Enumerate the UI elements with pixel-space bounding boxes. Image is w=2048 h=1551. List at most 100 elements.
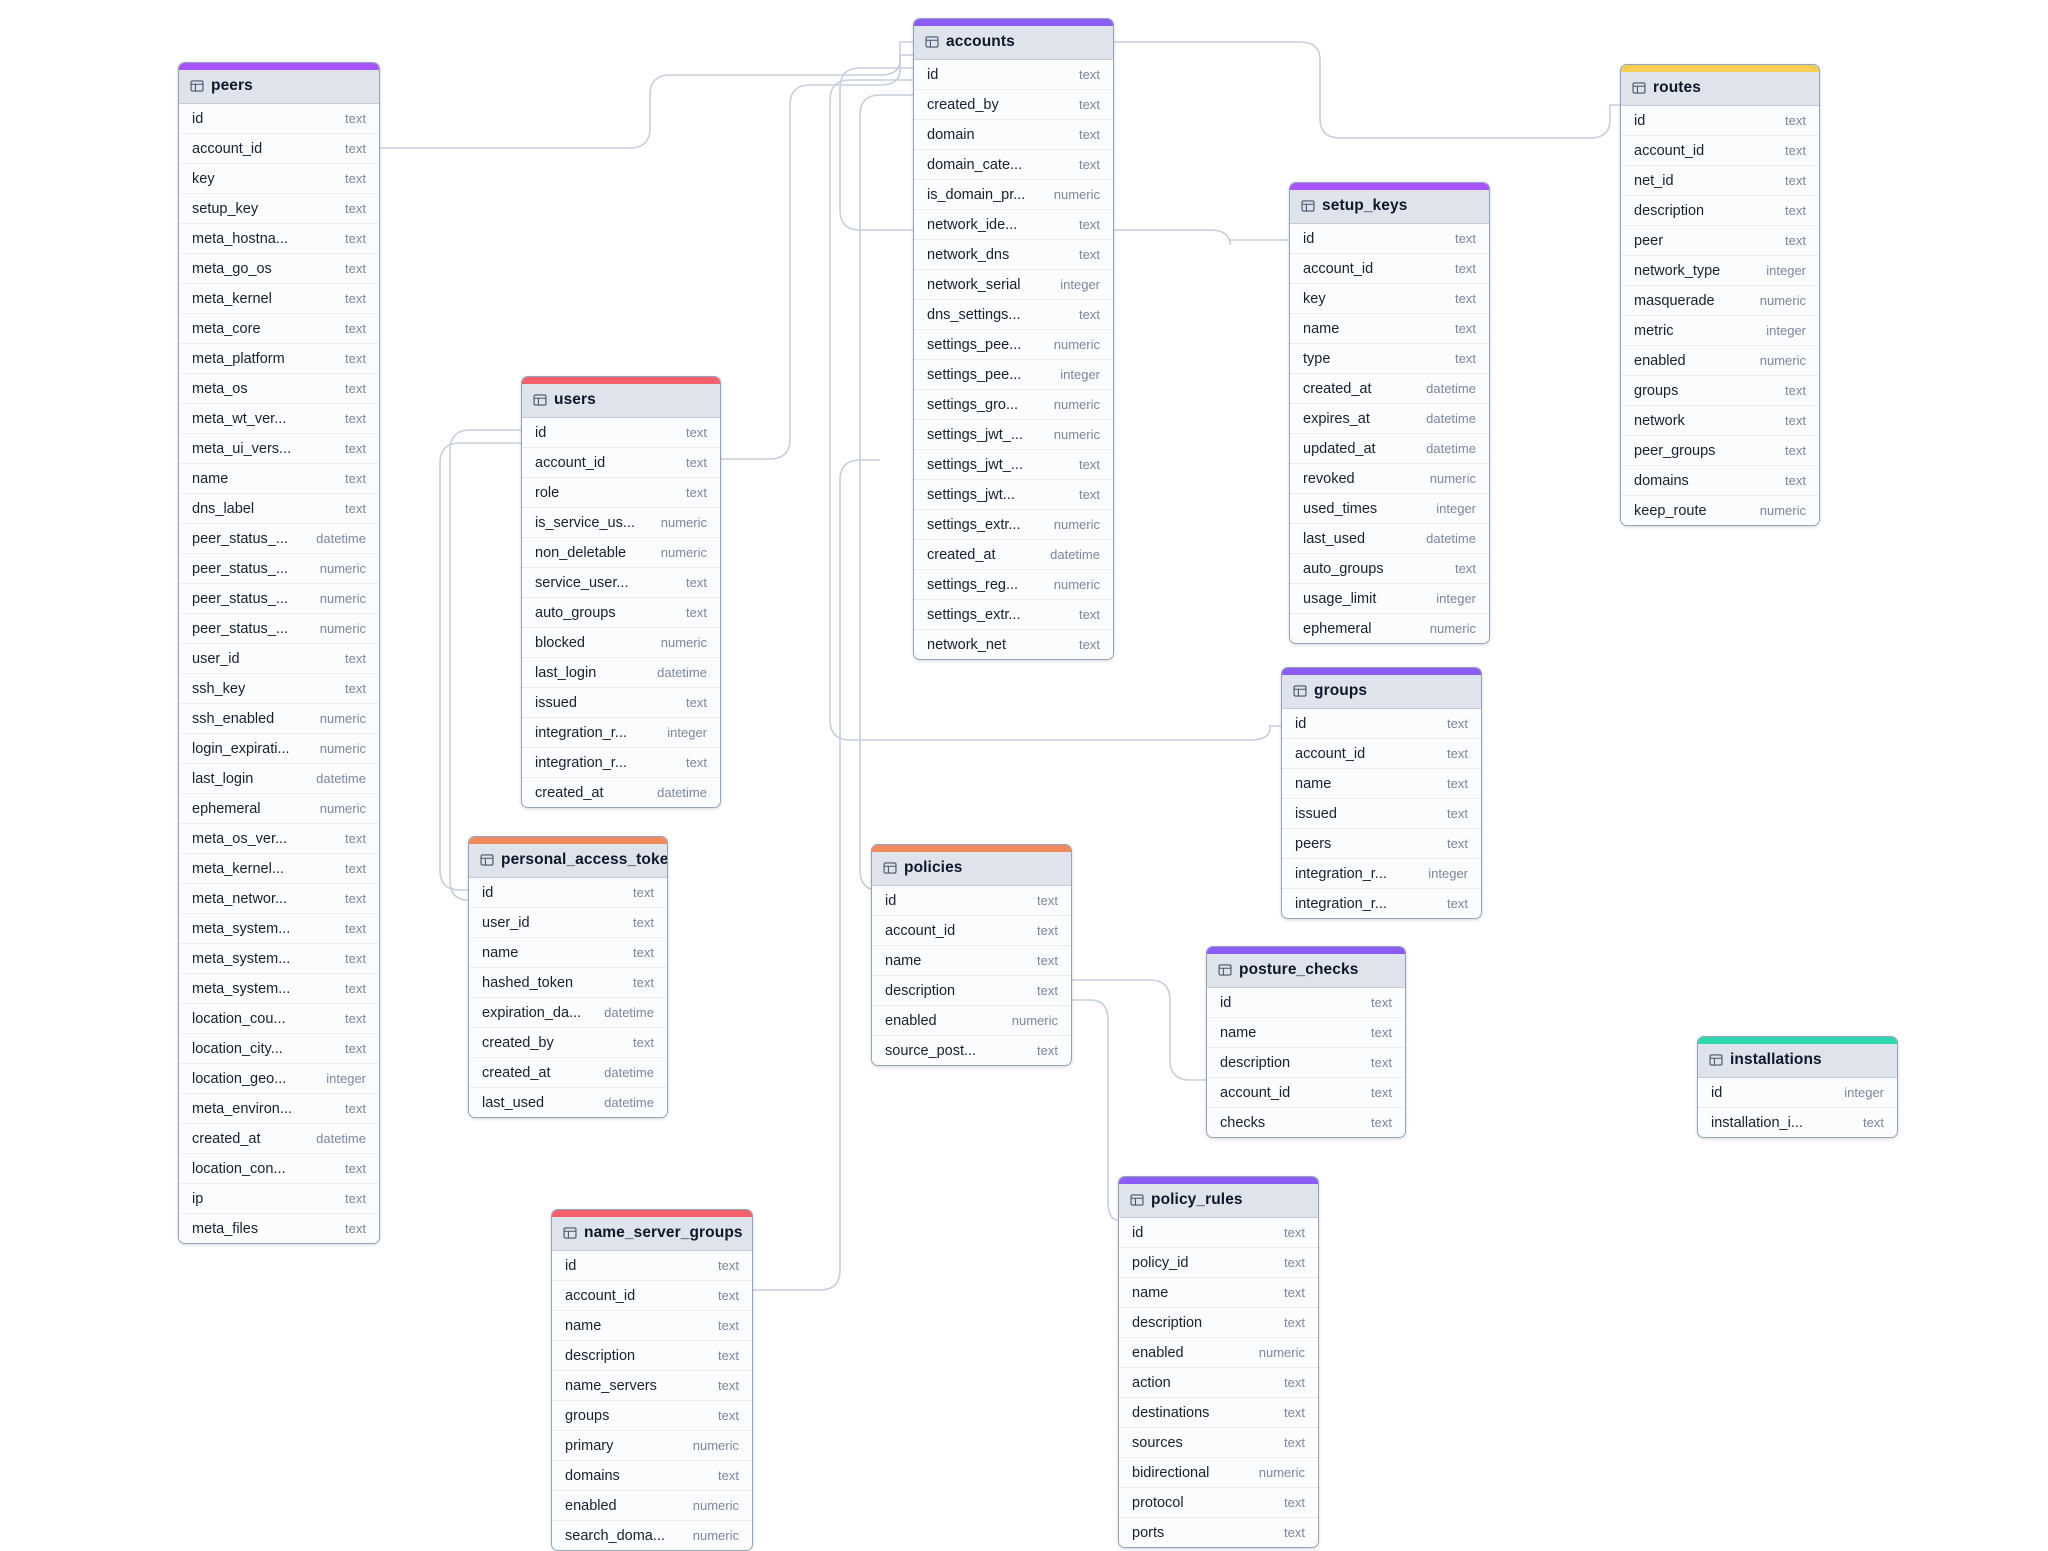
table-row[interactable]: location_cou...text bbox=[179, 1004, 379, 1034]
table-header[interactable]: policy_rules bbox=[1119, 1184, 1318, 1218]
table-header[interactable]: personal_access_tokens bbox=[469, 844, 667, 878]
table-row[interactable]: integration_r...integer bbox=[522, 718, 720, 748]
table-header[interactable]: posture_checks bbox=[1207, 954, 1405, 988]
table-row[interactable]: service_user...text bbox=[522, 568, 720, 598]
table-row[interactable]: source_post...text bbox=[872, 1036, 1071, 1065]
table-row[interactable]: meta_environ...text bbox=[179, 1094, 379, 1124]
table-row[interactable]: meta_system...text bbox=[179, 914, 379, 944]
table-row[interactable]: meta_hostna...text bbox=[179, 224, 379, 254]
table-row[interactable]: is_service_us...numeric bbox=[522, 508, 720, 538]
table-header[interactable]: groups bbox=[1282, 675, 1481, 709]
table-row[interactable]: meta_kernel...text bbox=[179, 854, 379, 884]
table-row[interactable]: location_con...text bbox=[179, 1154, 379, 1184]
table-row[interactable]: settings_jwt_...text bbox=[914, 450, 1113, 480]
table-header[interactable]: peers bbox=[179, 70, 379, 104]
table-row[interactable]: peer_status_...datetime bbox=[179, 524, 379, 554]
table-row[interactable]: is_domain_pr...numeric bbox=[914, 180, 1113, 210]
table-row[interactable]: settings_reg...numeric bbox=[914, 570, 1113, 600]
table-row[interactable]: settings_extr...numeric bbox=[914, 510, 1113, 540]
table-row[interactable]: domain_cate...text bbox=[914, 150, 1113, 180]
table-row[interactable]: expiration_da...datetime bbox=[469, 998, 667, 1028]
table-row[interactable]: login_expirati...numeric bbox=[179, 734, 379, 764]
table-header[interactable]: users bbox=[522, 384, 720, 418]
table-row[interactable]: peer_status_...numeric bbox=[179, 614, 379, 644]
table-row[interactable]: location_geo...integer bbox=[179, 1064, 379, 1094]
table-row[interactable]: dns_settings...text bbox=[914, 300, 1113, 330]
table-row[interactable]: settings_pee...integer bbox=[914, 360, 1113, 390]
table-row[interactable]: location_city...text bbox=[179, 1034, 379, 1064]
table-row[interactable]: settings_pee...numeric bbox=[914, 330, 1113, 360]
table-header[interactable]: accounts bbox=[914, 26, 1113, 60]
